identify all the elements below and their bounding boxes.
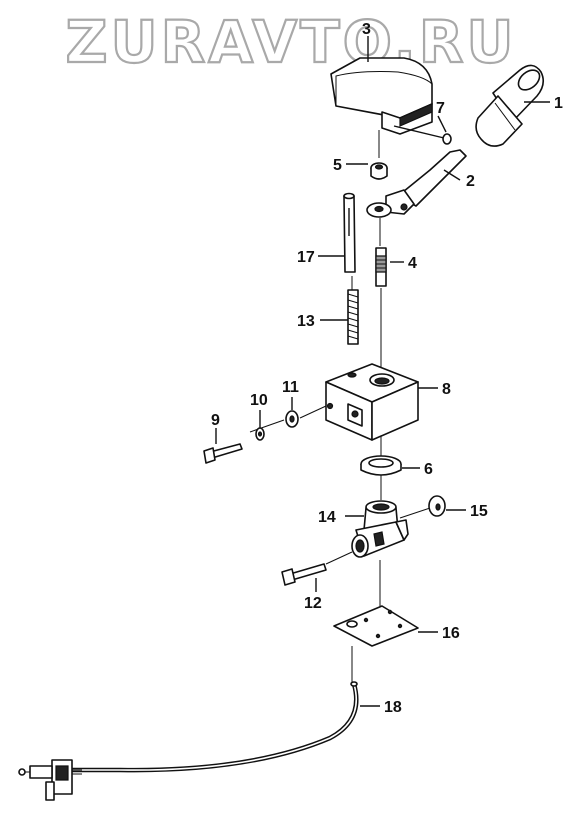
callout-15: 15 [470,503,488,520]
callout-13: 13 [297,313,315,330]
callout-6: 6 [424,461,433,478]
callout-7: 7 [436,100,445,117]
part-14-tee-fitting [351,500,409,558]
callout-12: 12 [304,595,322,612]
part-6-nut [360,455,402,476]
part-17-sleeve [343,192,356,273]
part-13-spring [347,289,359,345]
part-1-knob [475,64,545,147]
callout-5: 5 [333,157,342,174]
callout-9: 9 [211,412,220,429]
part-8-housing [325,363,419,441]
part-9-bolt [203,443,243,464]
callout-8: 8 [442,381,451,398]
callout-2: 2 [466,173,475,190]
part-10-washer [255,427,265,441]
part-18-cable [18,681,359,801]
leader-lines [215,36,550,707]
callout-10: 10 [250,392,268,409]
part-12-bolt [281,563,327,586]
part-4-pin [375,247,387,287]
part-11-washer [285,410,299,428]
callout-11: 11 [282,379,299,396]
part-3-cover [330,57,433,135]
part-5-bushing [370,162,388,180]
callout-3: 3 [362,21,371,38]
watermark-text: ZURAVTO.RU [65,8,516,76]
part-2-lever [366,149,467,218]
callout-16: 16 [442,625,460,642]
callout-14: 14 [318,509,336,526]
part-7-screw [393,125,452,145]
callout-18: 18 [384,699,402,716]
callout-labels: 3 1 7 5 2 17 4 13 8 11 10 9 6 14 15 12 1… [211,21,563,716]
assembly-axis-lines [249,130,431,684]
part-15-disc [428,495,446,517]
part-16-gasket [333,605,419,647]
callout-4: 4 [408,255,417,272]
callout-17: 17 [297,249,315,266]
callout-1: 1 [554,95,563,112]
